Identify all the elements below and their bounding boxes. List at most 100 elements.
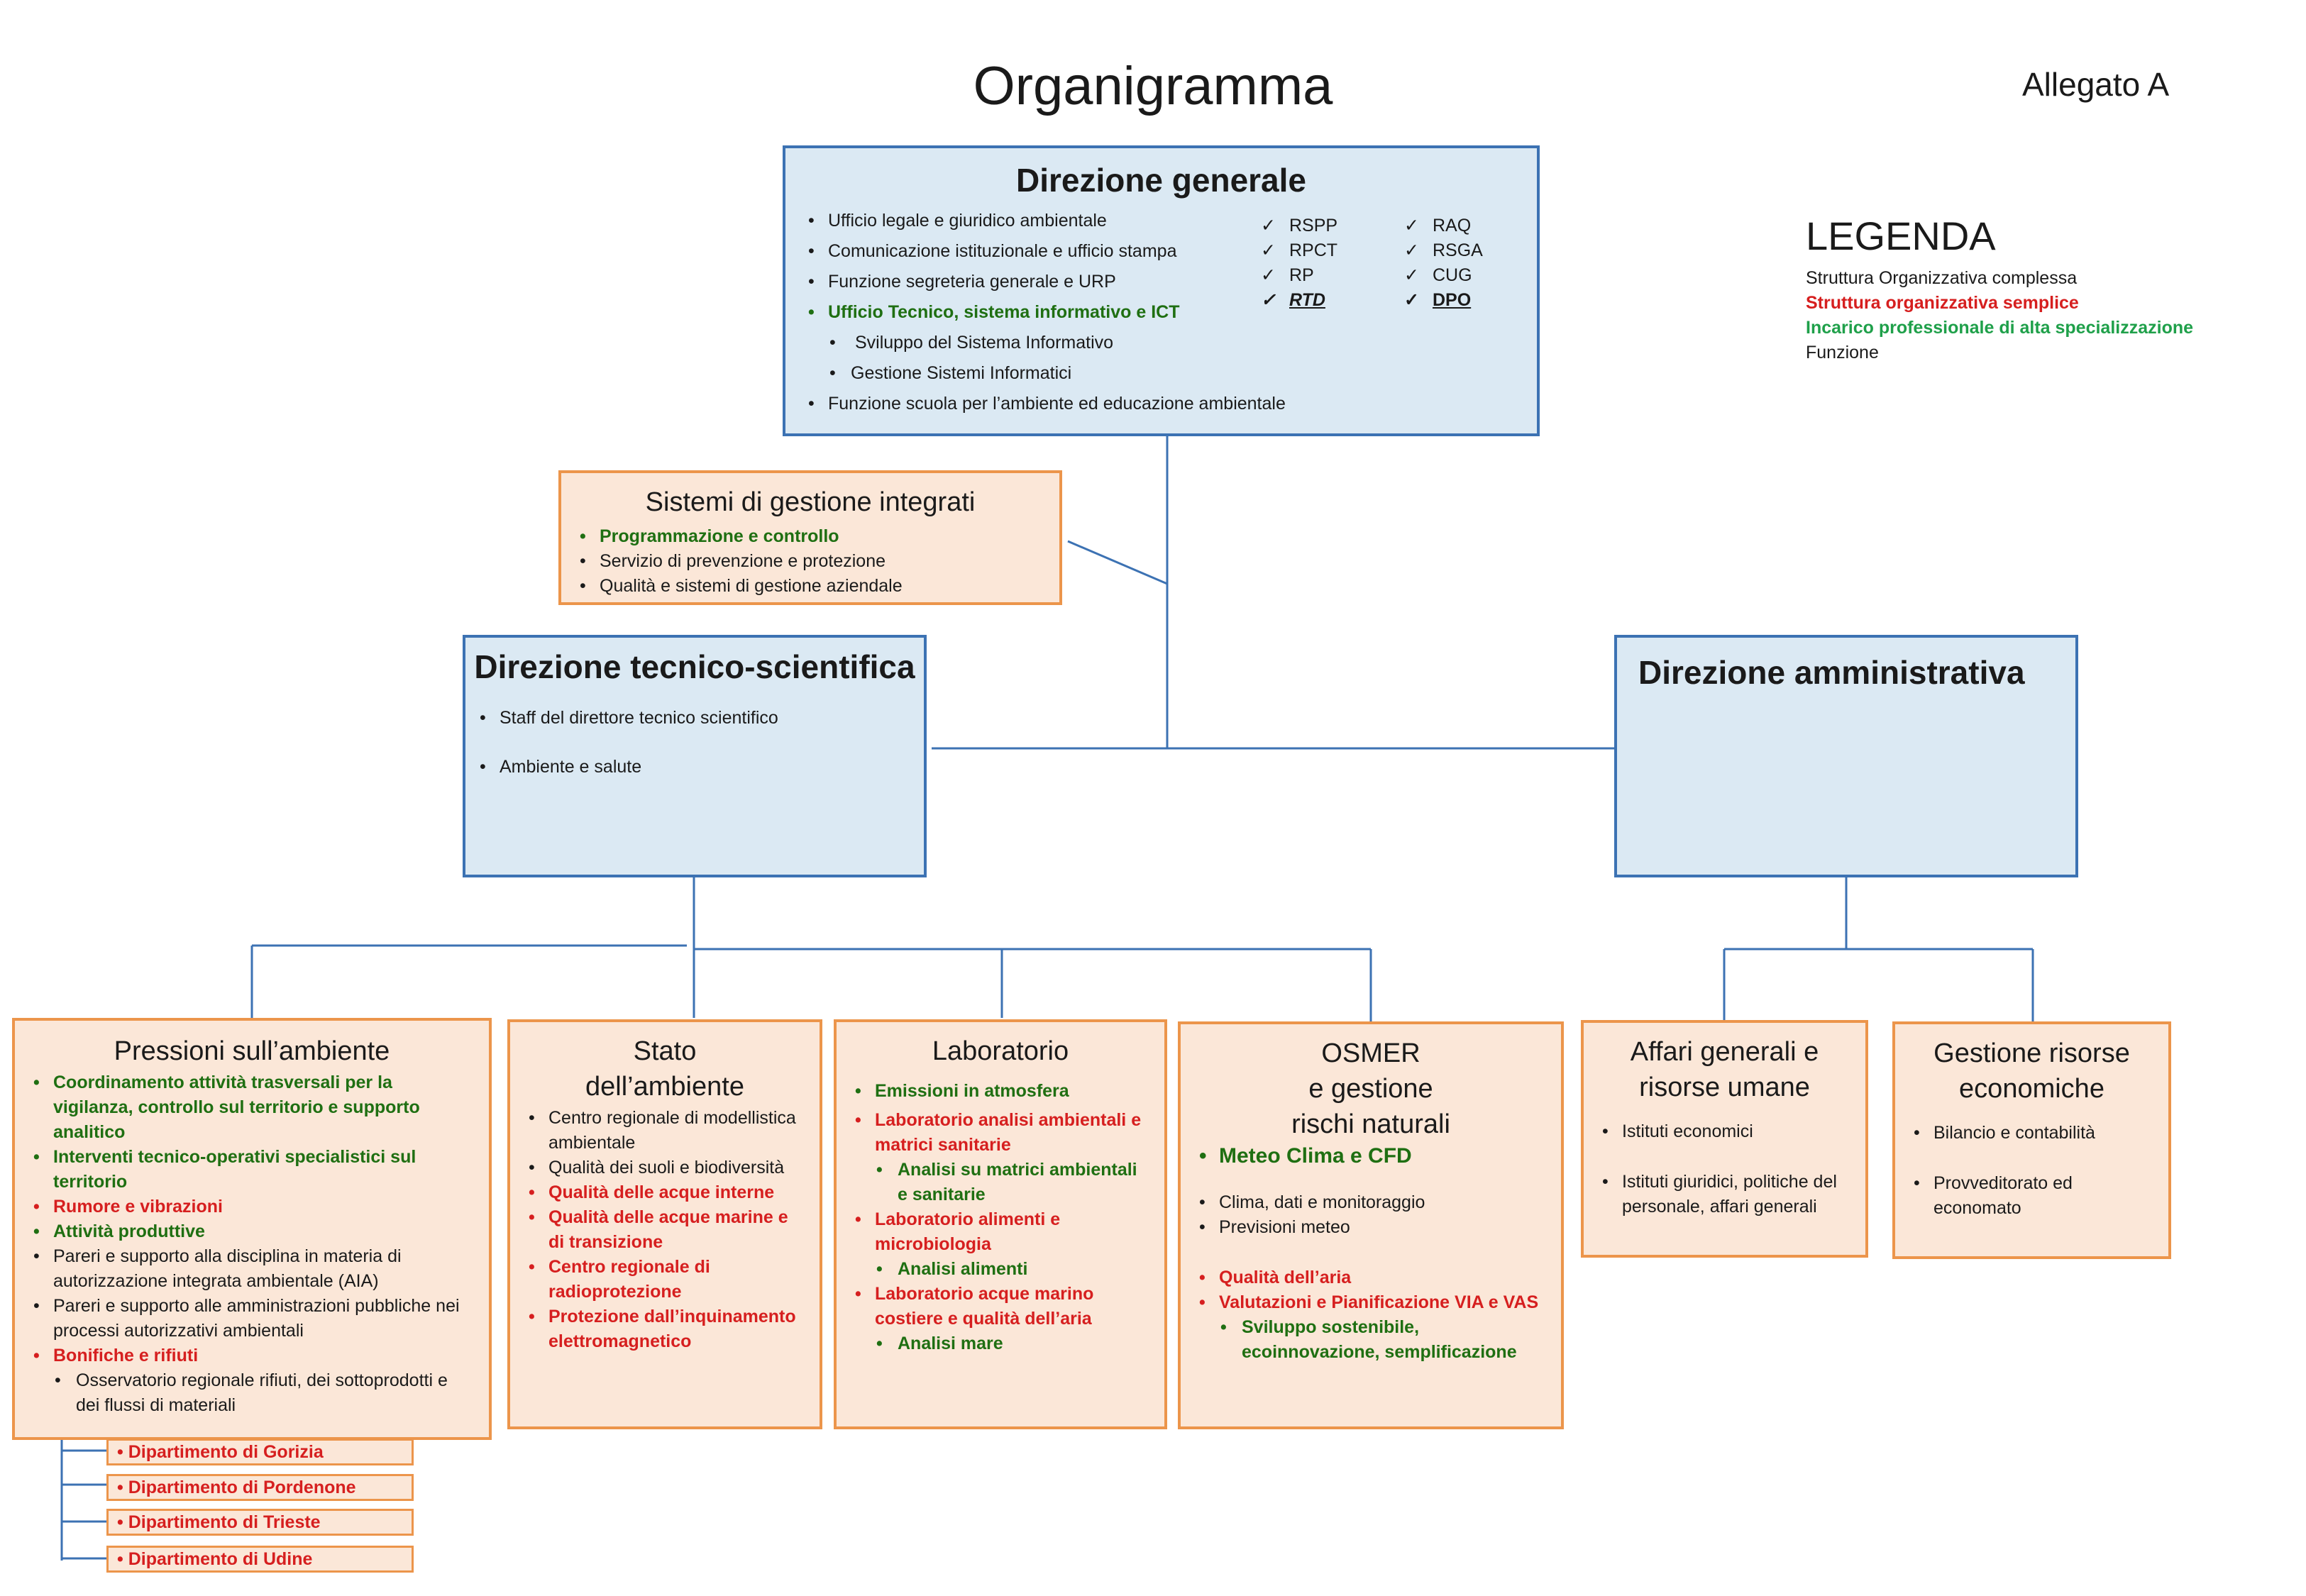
list-item: Sviluppo sostenibile, ecoinnovazione, se… <box>1196 1315 1547 1365</box>
list-item: Ambiente e salute <box>477 755 924 780</box>
legend: LEGENDA Struttura Organizzativa compless… <box>1806 213 2193 365</box>
risorse-list: Bilancio e contabilità Provveditorato ed… <box>1911 1121 2154 1221</box>
pressioni-box: Pressioni sull’ambiente Coordinamento at… <box>12 1018 492 1440</box>
checks-col1: RSPP RPCT RP RTD <box>1261 214 1381 313</box>
check-item: CUG <box>1404 263 1525 288</box>
list-item: Meteo Clima e CFD <box>1196 1142 1547 1170</box>
sistemi-gestione-box: Sistemi di gestione integrati Programmaz… <box>558 470 1062 605</box>
list-item: Clima, dati e monitoraggio <box>1196 1190 1547 1215</box>
list-item: Comunicazione istituzionale e ufficio st… <box>805 239 1316 264</box>
check-item: RP <box>1261 263 1381 288</box>
list-item: Qualità delle acque marine e di transizi… <box>526 1205 802 1255</box>
osmer-box: OSMER e gestione rischi naturali Meteo C… <box>1178 1021 1564 1429</box>
stato-box: Stato dell’ambiente Centro regionale di … <box>507 1019 822 1429</box>
risorse-title-1: Gestione risorse <box>1933 1038 2130 1068</box>
list-item: Laboratorio acque marino costiere e qual… <box>852 1282 1147 1331</box>
list-item: Interventi tecnico-operativi specialisti… <box>31 1145 460 1195</box>
page-title: Organigramma <box>973 56 1333 116</box>
list-item: Sviluppo del Sistema Informativo <box>805 331 1316 355</box>
checks-col2: RAQ RSGA CUG DPO <box>1404 214 1525 313</box>
check-item: RSPP <box>1261 214 1381 238</box>
list-item: Staff del direttore tecnico scientifico <box>477 706 924 731</box>
list-item: Qualità e sistemi di gestione aziendale <box>577 574 1059 599</box>
direzione-amministrativa-title: Direzione amministrativa <box>1638 654 2025 691</box>
legend-specialization: Incarico professionale di alta specializ… <box>1806 318 2194 338</box>
sistemi-gestione-list: Programmazione e controllo Servizio di p… <box>577 524 1059 599</box>
dipartimento-udine: Dipartimento di Udine <box>106 1546 414 1573</box>
osmer-list: Meteo Clima e CFD Clima, dati e monitora… <box>1196 1142 1547 1365</box>
list-item: Emissioni in atmosfera <box>852 1079 1147 1104</box>
check-item: RAQ <box>1404 214 1525 238</box>
legend-function: Funzione <box>1806 343 1879 362</box>
list-item: Coordinamento attività trasversali per l… <box>31 1070 460 1145</box>
risorse-box: Gestione risorse economiche Bilancio e c… <box>1892 1021 2171 1259</box>
affari-title-2: risorse umane <box>1639 1073 1810 1102</box>
list-item: Bonifiche e rifiuti <box>31 1343 460 1368</box>
list-item: Istituti economici <box>1599 1119 1851 1144</box>
list-item: Qualità delle acque interne <box>526 1180 802 1205</box>
laboratorio-list: Emissioni in atmosfera Laboratorio anali… <box>852 1079 1147 1356</box>
affari-title-1: Affari generali e <box>1630 1037 1819 1067</box>
osmer-title-2: e gestione <box>1308 1074 1433 1104</box>
list-item: Valutazioni e Pianificazione VIA e VAS <box>1196 1290 1547 1315</box>
dipartimento-trieste: Dipartimento di Trieste <box>106 1509 414 1536</box>
list-item: Ufficio legale e giuridico ambientale <box>805 209 1316 233</box>
list-item: Analisi su matrici ambientali e sanitari… <box>852 1158 1147 1207</box>
list-item: Rumore e vibrazioni <box>31 1195 460 1219</box>
list-item: Centro regionale di radioprotezione <box>526 1255 802 1304</box>
list-item: Laboratorio analisi ambientali e matrici… <box>852 1108 1147 1158</box>
check-item: RSGA <box>1404 238 1525 263</box>
list-item: Centro regionale di modellistica ambient… <box>526 1106 802 1156</box>
check-item: RPCT <box>1261 238 1381 263</box>
list-item: Ufficio Tecnico, sistema informativo e I… <box>805 300 1316 325</box>
legend-simple: Struttura organizzativa semplice <box>1806 293 2079 313</box>
legend-complex: Struttura Organizzativa complessa <box>1806 268 2078 288</box>
list-item: Programmazione e controllo <box>577 524 1059 549</box>
sistemi-gestione-title: Sistemi di gestione integrati <box>645 487 976 517</box>
stato-title-1: Stato <box>633 1036 697 1066</box>
dipartimento-gorizia: Dipartimento di Gorizia <box>106 1439 414 1465</box>
direzione-amministrativa-box: Direzione amministrativa <box>1614 635 2078 877</box>
list-item: Istituti giuridici, politiche del person… <box>1599 1170 1851 1219</box>
affari-list: Istituti economici Istituti giuridici, p… <box>1599 1119 1851 1219</box>
list-item: Qualità dell’aria <box>1196 1265 1547 1290</box>
list-item: Protezione dall’inquinamento elettromagn… <box>526 1304 802 1354</box>
list-item: Pareri e supporto alla disciplina in mat… <box>31 1244 460 1294</box>
legend-title: LEGENDA <box>1806 214 1996 258</box>
list-item: Funzione segreteria generale e URP <box>805 270 1316 294</box>
allegato-label: Allegato A <box>2022 66 2170 103</box>
laboratorio-title: Laboratorio <box>932 1036 1069 1066</box>
laboratorio-box: Laboratorio Emissioni in atmosfera Labor… <box>834 1019 1167 1429</box>
list-item: Laboratorio alimenti e microbiologia <box>852 1207 1147 1257</box>
list-item: Pareri e supporto alle amministrazioni p… <box>31 1294 460 1343</box>
direzione-generale-title: Direzione generale <box>1015 162 1307 199</box>
affari-box: Affari generali e risorse umane Istituti… <box>1581 1020 1868 1258</box>
list-item: Previsioni meteo <box>1196 1215 1547 1240</box>
pressioni-list: Coordinamento attività trasversali per l… <box>31 1070 460 1418</box>
stato-title-2: dell’ambiente <box>585 1072 744 1102</box>
direzione-generale-list: Ufficio legale e giuridico ambientale Co… <box>805 209 1316 416</box>
pressioni-title: Pressioni sull’ambiente <box>114 1036 390 1066</box>
list-item: Qualità dei suoli e biodiversità <box>526 1156 802 1180</box>
dipartimento-pordenone: Dipartimento di Pordenone <box>106 1474 414 1501</box>
list-item: Analisi mare <box>852 1331 1147 1356</box>
list-item: Bilancio e contabilità <box>1911 1121 2154 1146</box>
check-item: DPO <box>1404 288 1525 313</box>
direzione-tecnico-box: Direzione tecnico-scientifica Staff del … <box>463 635 927 877</box>
list-item: Analisi alimenti <box>852 1257 1147 1282</box>
list-item: Funzione scuola per l’ambiente ed educaz… <box>805 392 1316 416</box>
list-item: Servizio di prevenzione e protezione <box>577 549 1059 574</box>
list-item: Attività produttive <box>31 1219 460 1244</box>
direzione-tecnico-title: Direzione tecnico-scientifica <box>474 648 915 685</box>
check-item: RTD <box>1261 288 1381 313</box>
osmer-title-1: OSMER <box>1321 1038 1420 1068</box>
direzione-tecnico-list: Staff del direttore tecnico scientifico … <box>477 706 924 780</box>
stato-list: Centro regionale di modellistica ambient… <box>526 1106 802 1354</box>
risorse-title-2: economiche <box>1959 1074 2104 1104</box>
osmer-title-3: rischi naturali <box>1291 1109 1450 1139</box>
direzione-generale-box: Direzione generale Ufficio legale e giur… <box>783 145 1540 436</box>
list-item: Gestione Sistemi Informatici <box>805 361 1316 386</box>
list-item: Osservatorio regionale rifiuti, dei sott… <box>31 1368 460 1418</box>
list-item: Provveditorato ed economato <box>1911 1171 2154 1221</box>
